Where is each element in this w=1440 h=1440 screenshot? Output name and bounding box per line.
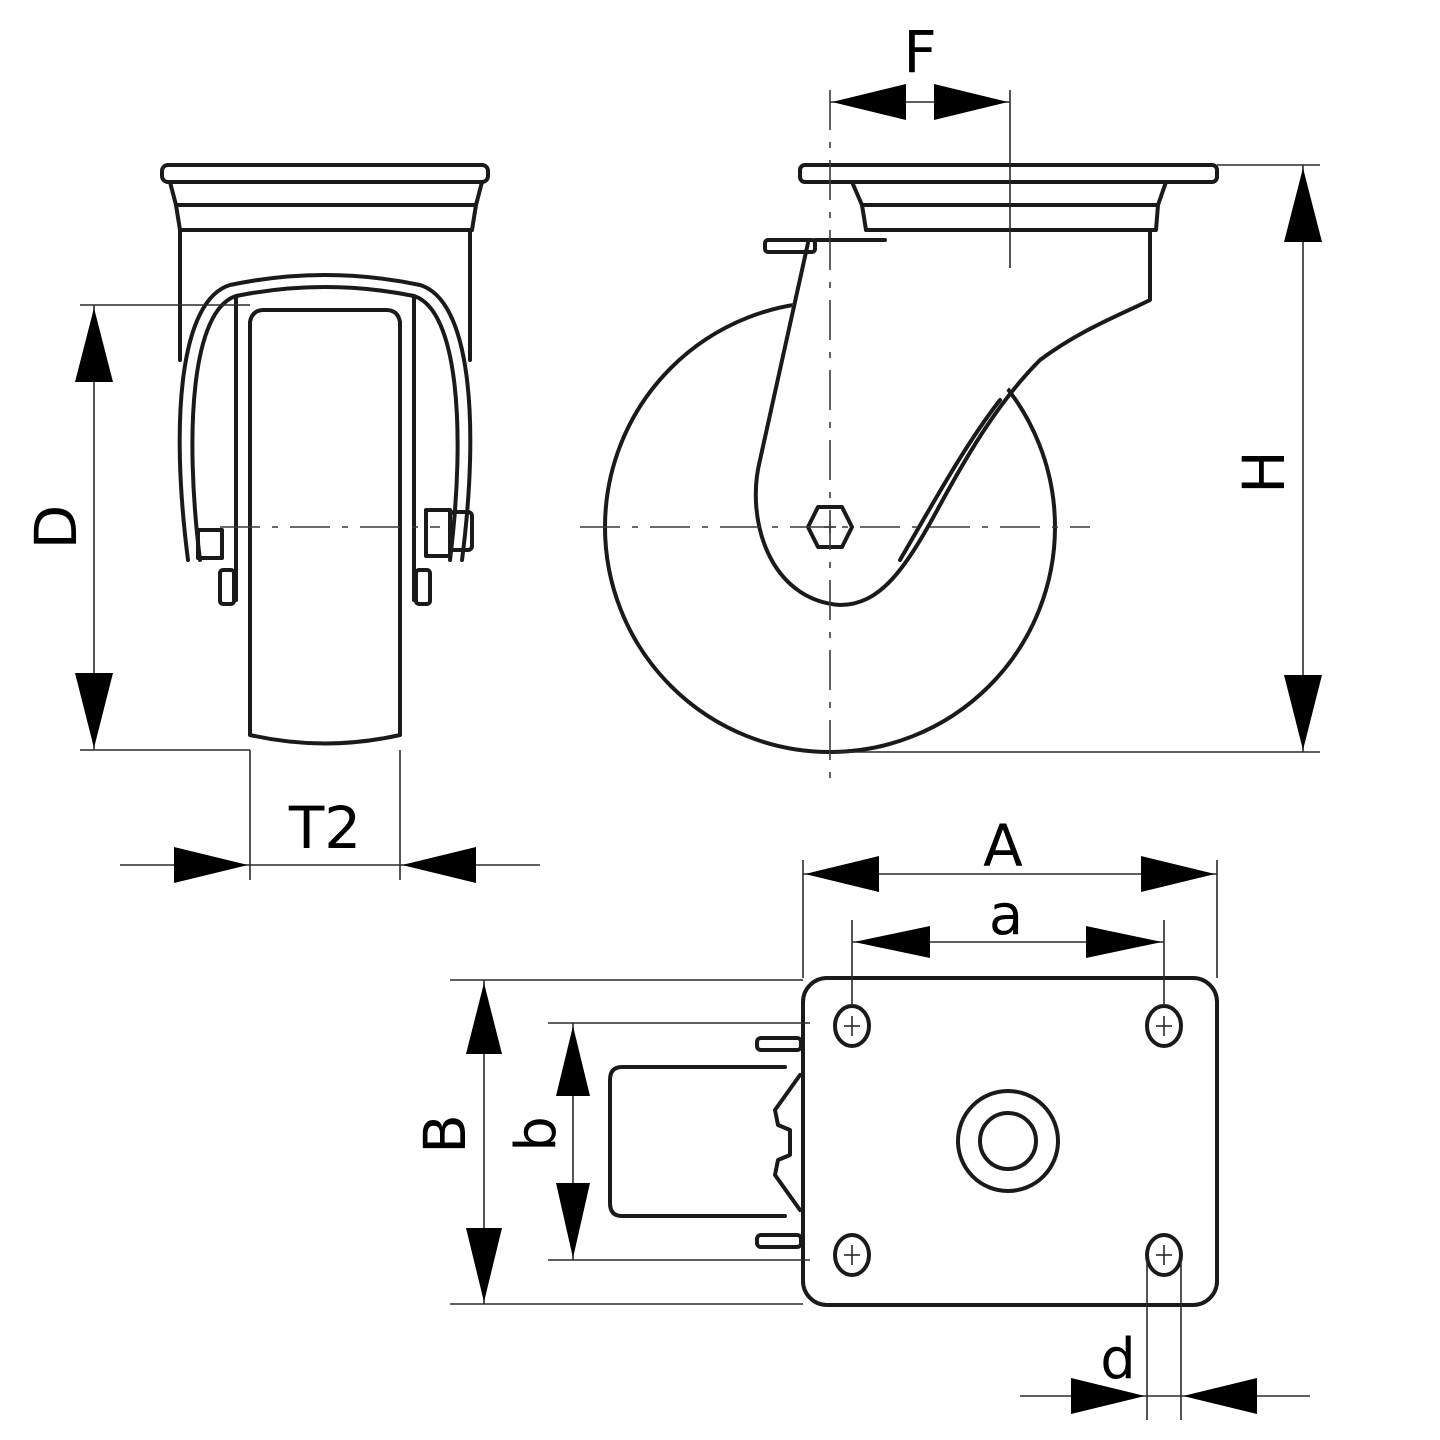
dimension-b: b <box>504 1022 810 1261</box>
dimension-F: F <box>830 18 1010 120</box>
front-wheel <box>248 308 402 746</box>
label-F: F <box>903 18 936 86</box>
dimension-H: H <box>830 164 1322 753</box>
arrow-down-icon <box>1284 675 1322 750</box>
label-b: b <box>504 1116 569 1152</box>
dimension-A: A <box>802 812 1218 978</box>
arrow-left-icon <box>805 856 879 892</box>
center-boss-inner <box>978 1111 1038 1171</box>
top-brake-tab-lower <box>755 1233 803 1249</box>
center-boss-outer <box>956 1089 1060 1193</box>
bolt-hole-bottom-right <box>1145 1233 1183 1277</box>
arrow-right-icon <box>934 84 1008 120</box>
arrow-down-icon <box>75 673 113 748</box>
arrow-left-icon <box>854 926 930 958</box>
top-plate <box>801 976 1219 1307</box>
side-axle-hex-nut <box>806 505 854 549</box>
bolt-hole-top-left <box>833 1004 871 1048</box>
arrow-right-icon <box>1086 926 1162 958</box>
side-fork-edge <box>898 398 1002 562</box>
front-plate-lower-step <box>174 203 478 232</box>
label-a: a <box>989 883 1023 948</box>
front-top-plate <box>160 163 490 184</box>
dimension-B: B <box>411 979 803 1305</box>
label-B: B <box>411 1114 479 1154</box>
front-view <box>160 163 490 746</box>
arrow-right-icon <box>1141 856 1215 892</box>
dimension-D: D <box>22 304 250 751</box>
bolt-hole-bottom-left <box>833 1233 871 1277</box>
label-H: H <box>1230 450 1298 494</box>
front-brake-tab-left <box>218 568 236 606</box>
arrow-up-icon <box>556 1026 590 1096</box>
label-D: D <box>22 505 90 550</box>
front-brake-bow-outer <box>177 273 473 562</box>
side-top-plate <box>798 163 1219 184</box>
front-brake-bow-inner <box>190 285 460 562</box>
arrow-right-icon <box>1071 1378 1145 1414</box>
top-view <box>608 976 1219 1307</box>
arrow-left-icon <box>832 84 906 120</box>
front-brake-tab-right <box>414 568 432 606</box>
label-d: d <box>1100 1327 1136 1392</box>
arrow-left-icon <box>1183 1378 1257 1414</box>
label-T2: T2 <box>288 794 361 862</box>
arrow-up-icon <box>1284 168 1322 242</box>
front-axle-right <box>424 508 452 558</box>
side-fork-body <box>753 228 1152 607</box>
bolt-hole-top-right <box>1145 1004 1183 1048</box>
side-plate-lower-step <box>860 203 1160 232</box>
side-plate-upper-step <box>850 180 1168 207</box>
side-view <box>580 90 1219 780</box>
front-axle-nut <box>448 510 474 552</box>
top-wheel-tread <box>773 1073 802 1212</box>
arrow-left-icon <box>402 847 476 883</box>
arrow-down-icon <box>466 1228 502 1302</box>
side-brake-lever <box>763 238 817 254</box>
arrow-up-icon <box>466 983 502 1054</box>
front-plate-upper-step <box>168 180 484 207</box>
dimension-T2: T2 <box>120 750 540 883</box>
top-wheel <box>608 1065 787 1218</box>
arrow-right-icon <box>174 847 248 883</box>
arrow-up-icon <box>75 308 113 382</box>
dimension-d: d <box>1020 1260 1310 1420</box>
dimension-a: a <box>851 883 1165 1006</box>
arrow-down-icon <box>556 1183 590 1258</box>
top-brake-tab-upper <box>755 1036 803 1052</box>
label-A: A <box>983 812 1023 880</box>
front-axle-left <box>196 528 224 560</box>
